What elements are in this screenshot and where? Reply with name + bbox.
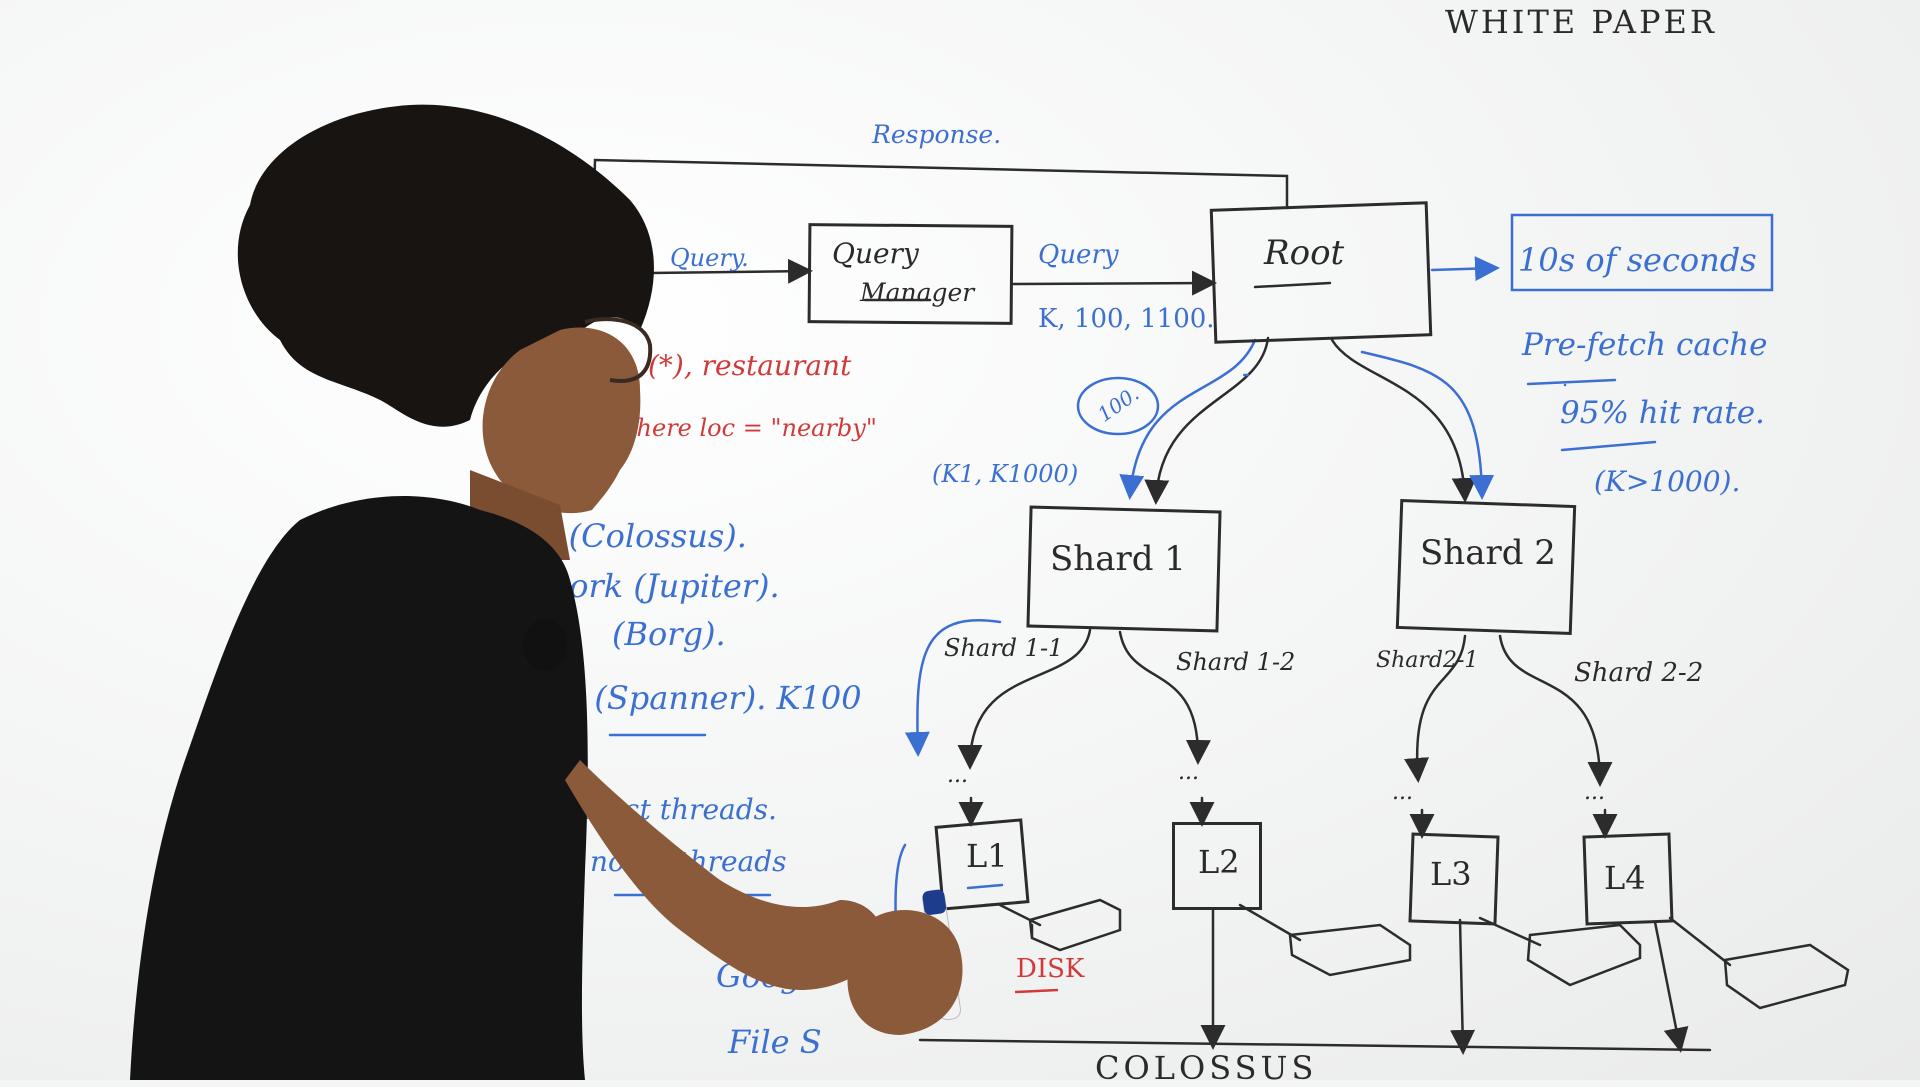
prefetch-label: Pre-fetch cache bbox=[1522, 327, 1768, 363]
leaf2-label: L2 bbox=[1198, 843, 1240, 881]
query-out-label: Query bbox=[1038, 240, 1119, 270]
shard2-label: Shard 2 bbox=[1420, 533, 1556, 573]
disk-4 bbox=[1723, 943, 1850, 1010]
shard1-1-arrow bbox=[957, 628, 1092, 770]
k-range-label: (K1, K1000) bbox=[932, 460, 1079, 488]
query-in-arrow bbox=[648, 258, 813, 284]
query-manager-line1: Query bbox=[832, 237, 919, 270]
blue-root-shard2 bbox=[1360, 350, 1495, 500]
hit-rate-label: 95% hit rate. bbox=[1560, 395, 1765, 431]
leaf3-label: L3 bbox=[1430, 855, 1472, 893]
note-restaurant: (*), restaurant bbox=[648, 349, 852, 382]
disk-label: DISK bbox=[1016, 954, 1085, 984]
hundred-circle bbox=[1076, 376, 1160, 436]
shard1-2-arrow bbox=[1118, 630, 1211, 765]
query-params-label: K, 100, 1100. bbox=[1038, 304, 1215, 334]
note-compute: (Borg). bbox=[612, 615, 726, 653]
query-out-arrow bbox=[1010, 270, 1217, 296]
disk-3 bbox=[1526, 923, 1642, 987]
leaf1-label: L1 bbox=[966, 837, 1008, 875]
leaf4-label: L4 bbox=[1604, 859, 1646, 897]
ellipsis-3: ... bbox=[1392, 780, 1413, 805]
whiteboard-title: WHITE PAPER bbox=[1445, 3, 1717, 41]
blue-shard-down bbox=[904, 619, 1002, 757]
disk-1 bbox=[1028, 898, 1122, 952]
blue-root-shard1 bbox=[1119, 338, 1257, 500]
query-in-label: Query. bbox=[670, 244, 749, 272]
latency-box bbox=[1510, 213, 1774, 292]
latency-label: 10s of seconds bbox=[1518, 241, 1757, 279]
response-label: Response. bbox=[872, 120, 1002, 149]
shard2-2-arrow bbox=[1498, 634, 1613, 787]
shard2-1-label: Shard2-1 bbox=[1376, 648, 1479, 673]
ellipsis-4: ... bbox=[1584, 780, 1605, 805]
colossus-label: COLOSSUS bbox=[1095, 1049, 1318, 1087]
note-file-system: File S bbox=[728, 1023, 822, 1061]
shard2-1-arrow bbox=[1404, 634, 1467, 783]
ellipsis-2: ... bbox=[1178, 760, 1199, 785]
root-shard2-arrow bbox=[1330, 338, 1477, 503]
shard1-2-label: Shard 1-2 bbox=[1176, 648, 1296, 676]
latency-arrow bbox=[1430, 256, 1500, 282]
shard2-2-label: Shard 2-2 bbox=[1574, 658, 1704, 688]
query-manager-line2: Manager bbox=[860, 278, 975, 307]
note-where-loc: where loc = "nearby" bbox=[616, 414, 877, 442]
ellipsis-1: ... bbox=[947, 763, 968, 788]
leaf2-box bbox=[1172, 822, 1262, 910]
colossus-bar bbox=[918, 1038, 1712, 1052]
root-shard1-arrow bbox=[1144, 336, 1270, 505]
root-label: Root bbox=[1264, 233, 1345, 273]
k-greater-label: (K>1000). bbox=[1594, 465, 1741, 498]
shard1-1-label: Shard 1-1 bbox=[944, 634, 1064, 662]
shard1-label: Shard 1 bbox=[1050, 539, 1186, 579]
disk-2 bbox=[1288, 923, 1412, 977]
